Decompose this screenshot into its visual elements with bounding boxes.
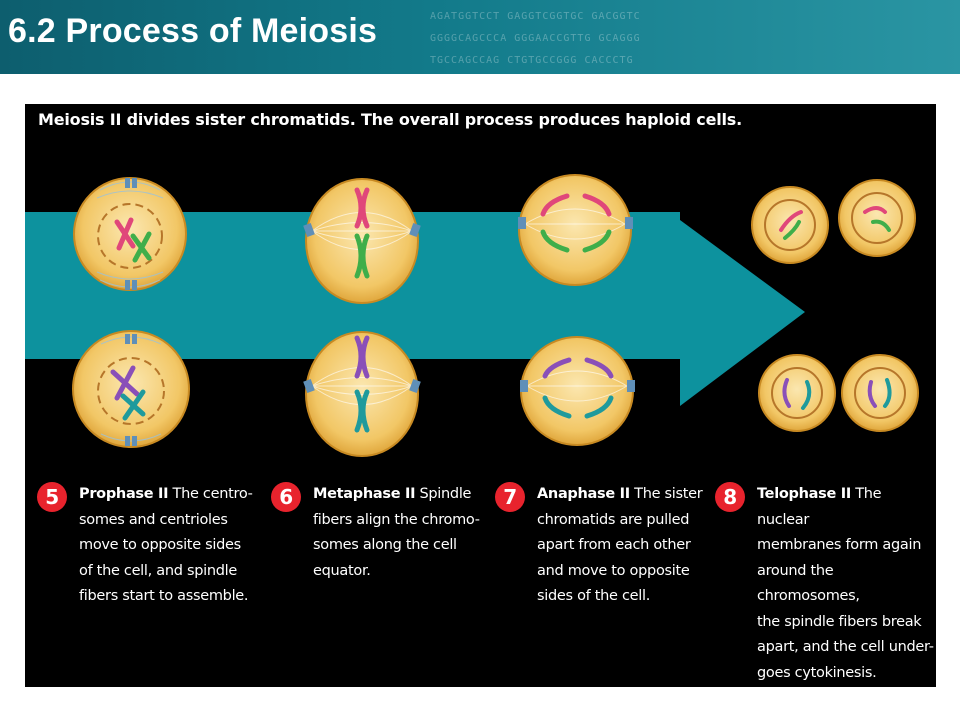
caption-line: sides of the cell. (537, 588, 651, 604)
cell-telophase-top-right (838, 179, 916, 257)
caption-anaphase-ii: 7 Anaphase II The sister chromatids are … (495, 482, 715, 610)
caption-line: apart, and the cell under- (757, 639, 934, 655)
figure-heading: Meiosis II divides sister chromatids. Th… (38, 110, 743, 129)
stage-description: The centro- (172, 486, 253, 502)
caption-line: equator. (313, 562, 371, 579)
cell-anaphase-top (518, 174, 633, 286)
caption-line: apart from each other (537, 537, 691, 553)
caption-line: membranes form again (757, 537, 922, 553)
caption-line: around the chromosomes, (757, 562, 860, 605)
caption-line: goes cytokinesis. (757, 664, 877, 681)
stage-number-badge: 7 (495, 482, 525, 512)
stage-number-badge: 8 (715, 482, 745, 512)
meiosis-figure: Meiosis II divides sister chromatids. Th… (25, 104, 936, 687)
cell-metaphase-bottom (303, 331, 421, 457)
stage-number-badge: 6 (271, 482, 301, 512)
stage-description: The sister (634, 486, 703, 502)
cell-telophase-bottom-left (758, 354, 836, 432)
caption-line: fibers start to assemble. (79, 588, 249, 604)
caption-telophase-ii: 8 Telophase II The nuclear membranes for… (715, 482, 936, 686)
caption-line: the spindle fibers break (757, 613, 922, 630)
cell-prophase-top (73, 177, 187, 291)
caption-line: fibers align the chromo- (313, 511, 480, 528)
caption-line: and move to opposite (537, 562, 690, 579)
caption-prophase-ii: 5 Prophase II The centro- somes and cent… (37, 482, 267, 610)
stage-name: Metaphase II (313, 486, 416, 502)
stage-description: The nuclear (757, 486, 882, 528)
cell-telophase-top-left (751, 186, 829, 264)
meiosis-diagram (25, 174, 919, 457)
caption-line: move to opposite sides (79, 537, 241, 553)
caption-metaphase-ii: 6 Metaphase II Spindle fibers align the … (271, 482, 496, 584)
caption-line: of the cell, and spindle (79, 562, 237, 579)
caption-line: somes along the cell (313, 537, 457, 553)
stage-name: Anaphase II (537, 486, 630, 502)
stage-number-badge: 5 (37, 482, 67, 512)
stage-description: Spindle (419, 486, 472, 502)
stage-name: Telophase II (757, 486, 851, 502)
cell-prophase-bottom (72, 330, 190, 448)
slide-title: 6.2 Process of Meiosis (8, 12, 378, 50)
caption-line: somes and centrioles (79, 511, 228, 528)
stage-name: Prophase II (79, 486, 169, 502)
caption-line: chromatids are pulled (537, 511, 690, 528)
cell-anaphase-bottom (520, 336, 635, 446)
cell-metaphase-top (303, 178, 421, 304)
cell-telophase-bottom-right (841, 354, 919, 432)
